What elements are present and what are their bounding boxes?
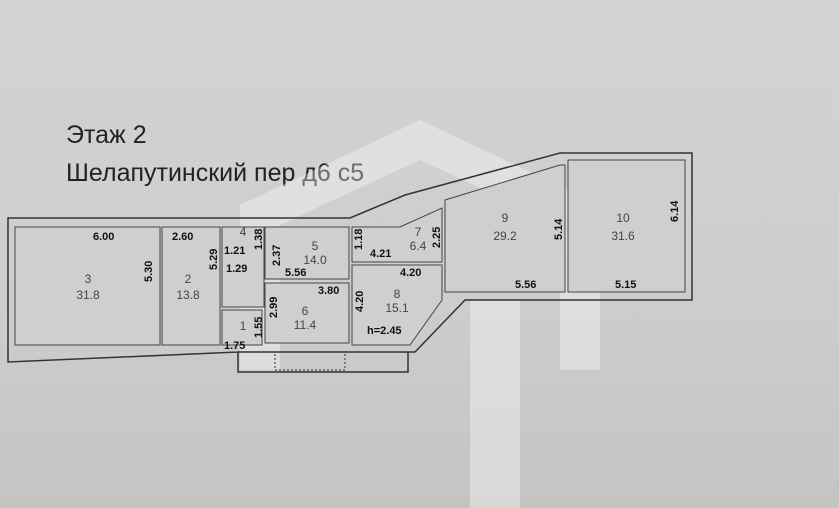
- room-4-number: 4: [240, 225, 247, 239]
- room-3-area: 31.8: [76, 288, 100, 302]
- room-7-area: 6.4: [410, 239, 427, 253]
- address-title: Шелапутинский пер д6 с5: [66, 159, 365, 187]
- room-5-number: 5: [312, 239, 319, 253]
- room-4: [221, 226, 265, 308]
- room-6-area: 11.4: [294, 318, 317, 332]
- room-6: [264, 282, 350, 344]
- dimension-label: 6.00: [93, 231, 114, 243]
- outer-walls: [7, 152, 693, 373]
- dimension-label: 4.20: [354, 291, 366, 312]
- dimension-label: 3.80: [318, 285, 339, 297]
- room-2-area: 13.8: [176, 288, 200, 302]
- dimension-label: 4.20: [400, 267, 421, 279]
- room-7-number: 7: [415, 225, 422, 239]
- dimension-label: h=2.45: [367, 325, 402, 337]
- dimension-label: 2.25: [431, 227, 443, 248]
- room-9-area: 29.2: [493, 229, 517, 243]
- room-8: [351, 264, 443, 346]
- room-6-number: 6: [302, 304, 309, 318]
- room-10: [567, 159, 686, 293]
- dimension-label: 1.38: [253, 229, 265, 250]
- room-7: [351, 207, 443, 263]
- dimension-label: 1.21: [224, 245, 245, 257]
- dimension-label: 5.30: [143, 261, 155, 282]
- room-3: [14, 226, 161, 346]
- dimension-label: 4.21: [370, 248, 391, 260]
- stairs: [274, 351, 346, 371]
- room-9-number: 9: [502, 211, 509, 225]
- dimension-label: 1.29: [226, 263, 247, 275]
- room-3-number: 3: [85, 272, 92, 286]
- room-8-area: 15.1: [385, 301, 409, 315]
- room-1: [221, 309, 263, 346]
- room-10-number: 10: [616, 211, 630, 225]
- room-5-area: 14.0: [303, 253, 327, 267]
- dimension-label: 1.18: [353, 229, 365, 250]
- dimension-labels: 6.00 5.30 2.60 5.29 1.21 1.29 1.38 2.37 …: [93, 200, 681, 352]
- dimension-label: 5.15: [615, 279, 636, 291]
- room-8-number: 8: [394, 287, 401, 301]
- dimension-label: 5.14: [553, 218, 565, 240]
- dimension-label: 2.99: [268, 297, 280, 318]
- dimension-label: 1.55: [253, 317, 265, 338]
- room-9: [444, 164, 566, 293]
- dimension-label: 1.75: [224, 340, 245, 352]
- room-1-number: 1: [240, 319, 247, 333]
- dimension-label: 2.60: [172, 231, 193, 243]
- rooms: [14, 159, 686, 371]
- dimension-label: 5.29: [208, 249, 220, 270]
- floor-title: Этаж 2: [66, 121, 147, 149]
- room-2: [161, 226, 221, 346]
- room-10-area: 31.6: [611, 229, 635, 243]
- dimension-label: 5.56: [285, 267, 306, 279]
- dimension-label: 2.37: [271, 245, 283, 266]
- dimension-label: 6.14: [669, 200, 681, 222]
- room-2-number: 2: [185, 272, 192, 286]
- dimension-label: 5.56: [515, 279, 536, 291]
- room-labels: 3 31.8 2 13.8 4 1 5 14.0 6 11.4 7 6.4 8 …: [76, 211, 635, 333]
- room-5: [264, 226, 350, 280]
